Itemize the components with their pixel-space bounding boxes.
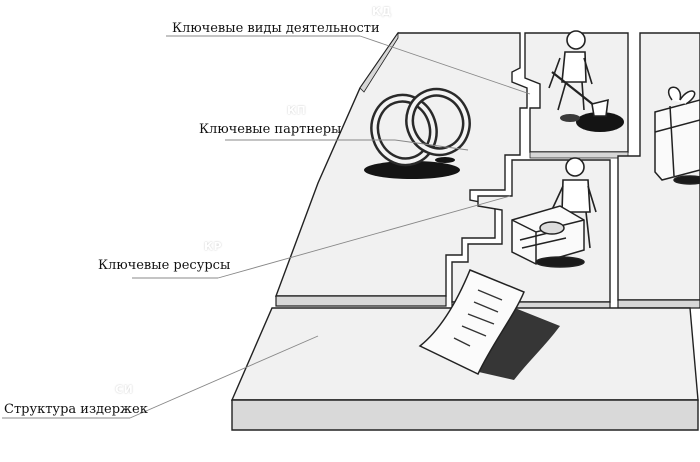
key-resources-label: Ключевые ресурсы	[98, 258, 231, 273]
crate-icon	[511, 205, 585, 268]
leader-lines	[2, 35, 531, 419]
key-activities-block	[524, 30, 629, 159]
gift-box-icon	[654, 86, 700, 185]
cost-structure-code: СИ	[115, 383, 134, 396]
cost-structure-label: Структура издержек	[4, 402, 148, 417]
digging-person-icon	[548, 30, 609, 117]
key-activities-label: Ключевые виды деятельности	[172, 21, 380, 36]
receipt-icon	[418, 269, 560, 380]
cost-structure-block	[230, 269, 699, 431]
key-resources-code: КР	[204, 240, 223, 253]
key-partners-block	[274, 31, 528, 307]
value-proposition-block	[617, 32, 700, 309]
wedding-rings-icon	[364, 87, 471, 179]
key-partners-code: КП	[287, 104, 307, 117]
key-activities-code: КД	[372, 5, 392, 18]
key-partners-label: Ключевые партнеры	[199, 122, 342, 137]
